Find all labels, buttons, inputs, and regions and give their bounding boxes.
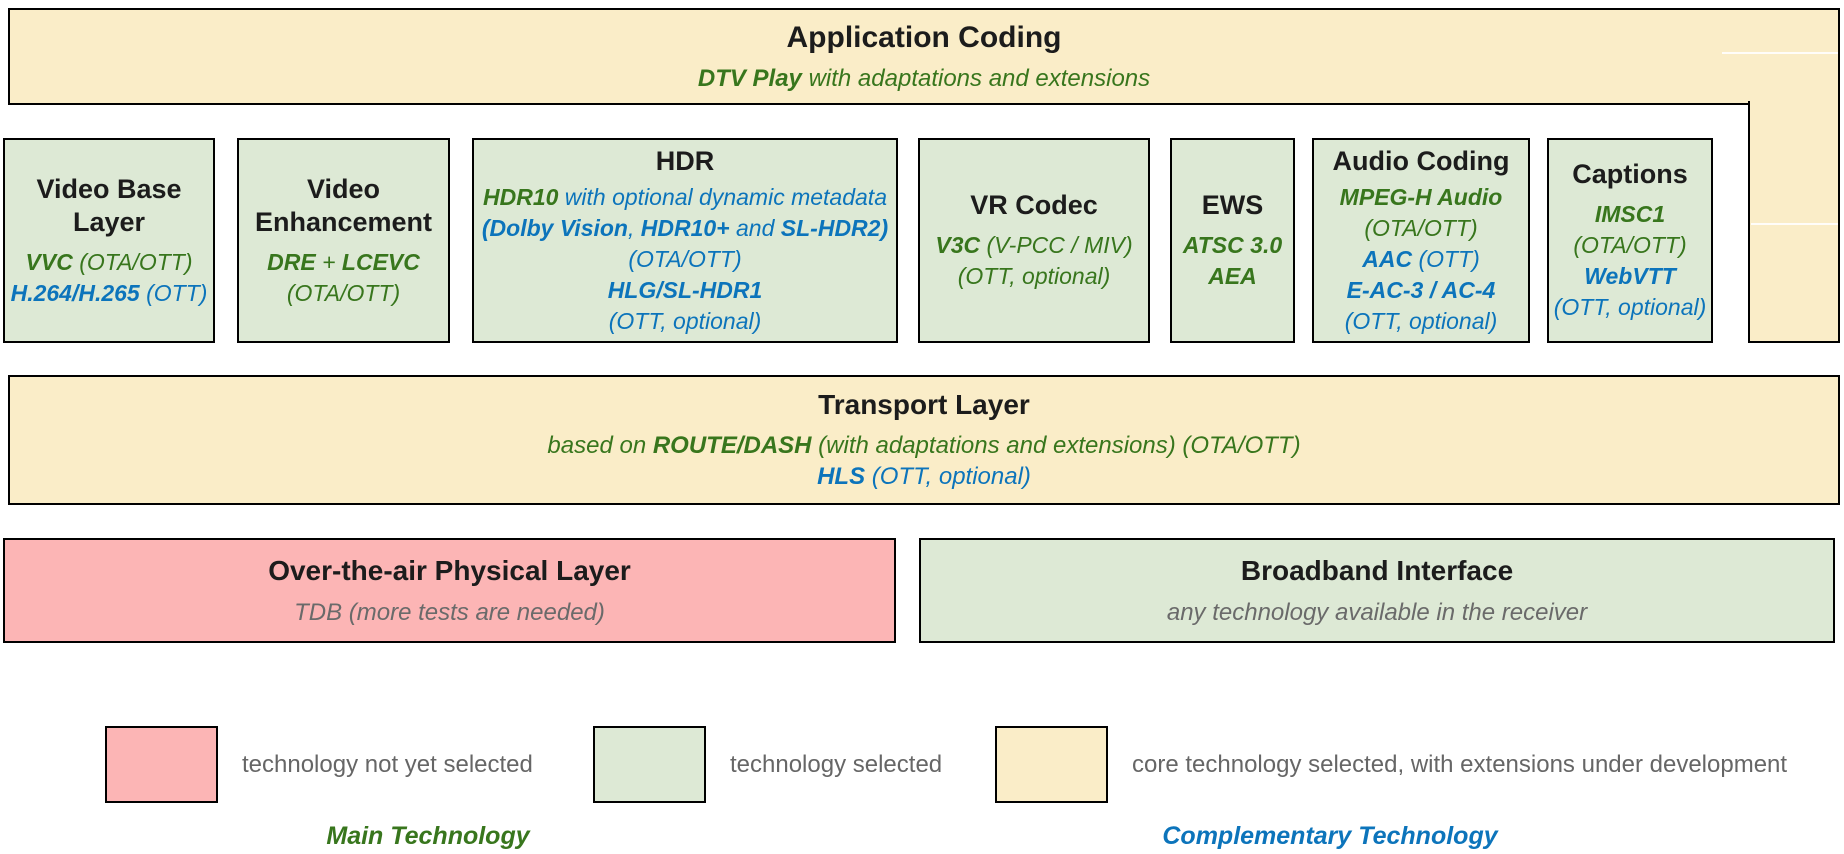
seam-line — [1751, 223, 1838, 225]
captions-lines: IMSC1(OTA/OTT)WebVTT(OTT, optional) — [1553, 201, 1707, 320]
legend-item-selected: technology selected — [593, 726, 942, 803]
main-technology-caption: Main Technology — [326, 822, 530, 850]
vr-codec-box: VR Codec V3C (V-PCC / MIV)(OTT, optional… — [918, 138, 1150, 343]
legend-item-not-selected: technology not yet selected — [105, 726, 533, 803]
audio-coding-lines: MPEG-H Audio(OTA/OTT)AAC (OTT)E-AC-3 / A… — [1339, 183, 1503, 334]
captions-box: Captions IMSC1(OTA/OTT)WebVTT(OTT, optio… — [1547, 138, 1713, 343]
video-enhancement-lines: DRE + LCEVC(OTA/OTT) — [267, 248, 420, 306]
video-base-layer-lines: VVC (OTA/OTT)H.264/H.265 (OTT) — [10, 248, 208, 306]
video-base-layer-title: Video Base Layer — [36, 173, 182, 237]
video-enhancement-box: Video Enhancement DRE + LCEVC(OTA/OTT) — [237, 138, 450, 343]
ota-physical-layer-subtitle: TDB (more tests are needed) — [294, 598, 605, 626]
complementary-technology-caption: Complementary Technology — [1162, 822, 1498, 850]
legend-label: technology not yet selected — [242, 750, 533, 778]
legend-item-core: core technology selected, with extension… — [995, 726, 1787, 803]
vr-codec-title: VR Codec — [970, 190, 1098, 220]
video-base-layer-box: Video Base Layer VVC (OTA/OTT)H.264/H.26… — [3, 138, 215, 343]
legend-label: technology selected — [730, 750, 943, 778]
ota-physical-layer-title: Over-the-air Physical Layer — [268, 554, 631, 586]
broadband-interface-title: Broadband Interface — [1240, 554, 1514, 586]
seam-line — [1722, 52, 1838, 54]
transport-layer-box: Transport Layer based on ROUTE/DASH (wit… — [8, 375, 1840, 505]
transport-layer-title: Transport Layer — [818, 389, 1030, 420]
legend-swatch-yellow — [995, 726, 1108, 803]
captions-title: Captions — [1572, 159, 1688, 189]
audio-coding-box: Audio Coding MPEG-H Audio(OTA/OTT)AAC (O… — [1312, 138, 1530, 343]
hdr-box: HDR HDR10 with optional dynamic metadata… — [472, 138, 898, 343]
application-coding-title: Application Coding — [786, 20, 1062, 54]
hdr-title: HDR — [655, 145, 715, 176]
broadband-interface-box: Broadband Interface any technology avail… — [919, 538, 1835, 643]
ota-physical-layer-box: Over-the-air Physical Layer TDB (more te… — [3, 538, 896, 643]
vr-codec-lines: V3C (V-PCC / MIV)(OTT, optional) — [935, 232, 1133, 289]
application-coding-subtitle: DTV Play with adaptations and extensions — [697, 64, 1151, 92]
ews-title: EWS — [1201, 190, 1264, 220]
legend-swatch-pink — [105, 726, 218, 803]
legend-label: core technology selected, with extension… — [1132, 750, 1788, 778]
hdr-lines: HDR10 with optional dynamic metadata(Dol… — [481, 183, 889, 334]
video-enhancement-title: Video Enhancement — [254, 173, 433, 237]
broadband-interface-subtitle: any technology available in the receiver — [1166, 598, 1588, 626]
audio-coding-title: Audio Coding — [1332, 145, 1510, 176]
transport-layer-lines: based on ROUTE/DASH (with adaptations an… — [547, 432, 1301, 490]
application-coding-side-bar — [1748, 101, 1840, 343]
legend-swatch-green — [593, 726, 706, 803]
application-coding-box: Application Coding DTV Play with adaptat… — [8, 8, 1840, 105]
